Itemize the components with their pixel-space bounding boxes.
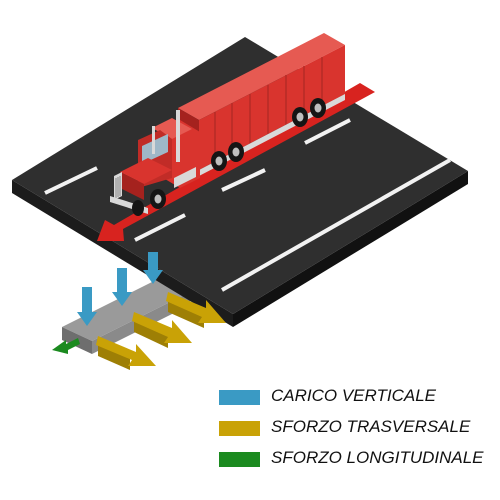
transverse-force-arrow xyxy=(96,336,156,370)
legend-item-vertical: CARICO VERTICALE xyxy=(219,386,494,417)
vertical-load-arrow xyxy=(112,268,132,306)
legend-item-longitudinal: SFORZO LONGITUDINALE xyxy=(219,448,494,479)
legend-item-transverse: SFORZO TRASVERSALE xyxy=(219,417,494,448)
legend-label-longitudinal: SFORZO LONGITUDINALE xyxy=(271,448,484,467)
vertical-load-arrows xyxy=(77,252,163,326)
road-deck xyxy=(12,37,468,327)
legend: CARICO VERTICALE SFORZO TRASVERSALE SFOR… xyxy=(219,386,494,479)
legend-label-vertical: CARICO VERTICALE xyxy=(271,386,437,405)
legend-label-transverse: SFORZO TRASVERSALE xyxy=(271,417,471,436)
legend-swatch-transverse xyxy=(219,421,260,436)
legend-swatch-vertical xyxy=(219,390,260,405)
legend-swatch-longitudinal xyxy=(219,452,260,467)
truck-icon xyxy=(110,33,345,216)
lane-markings xyxy=(44,118,451,292)
transverse-force-arrow xyxy=(166,292,226,328)
longitudinal-force-arrow xyxy=(52,338,80,354)
transverse-force-arrow xyxy=(132,312,192,348)
vertical-load-arrow xyxy=(143,252,163,284)
transverse-force-arrows xyxy=(96,292,226,370)
vertical-load-arrow xyxy=(77,287,97,326)
